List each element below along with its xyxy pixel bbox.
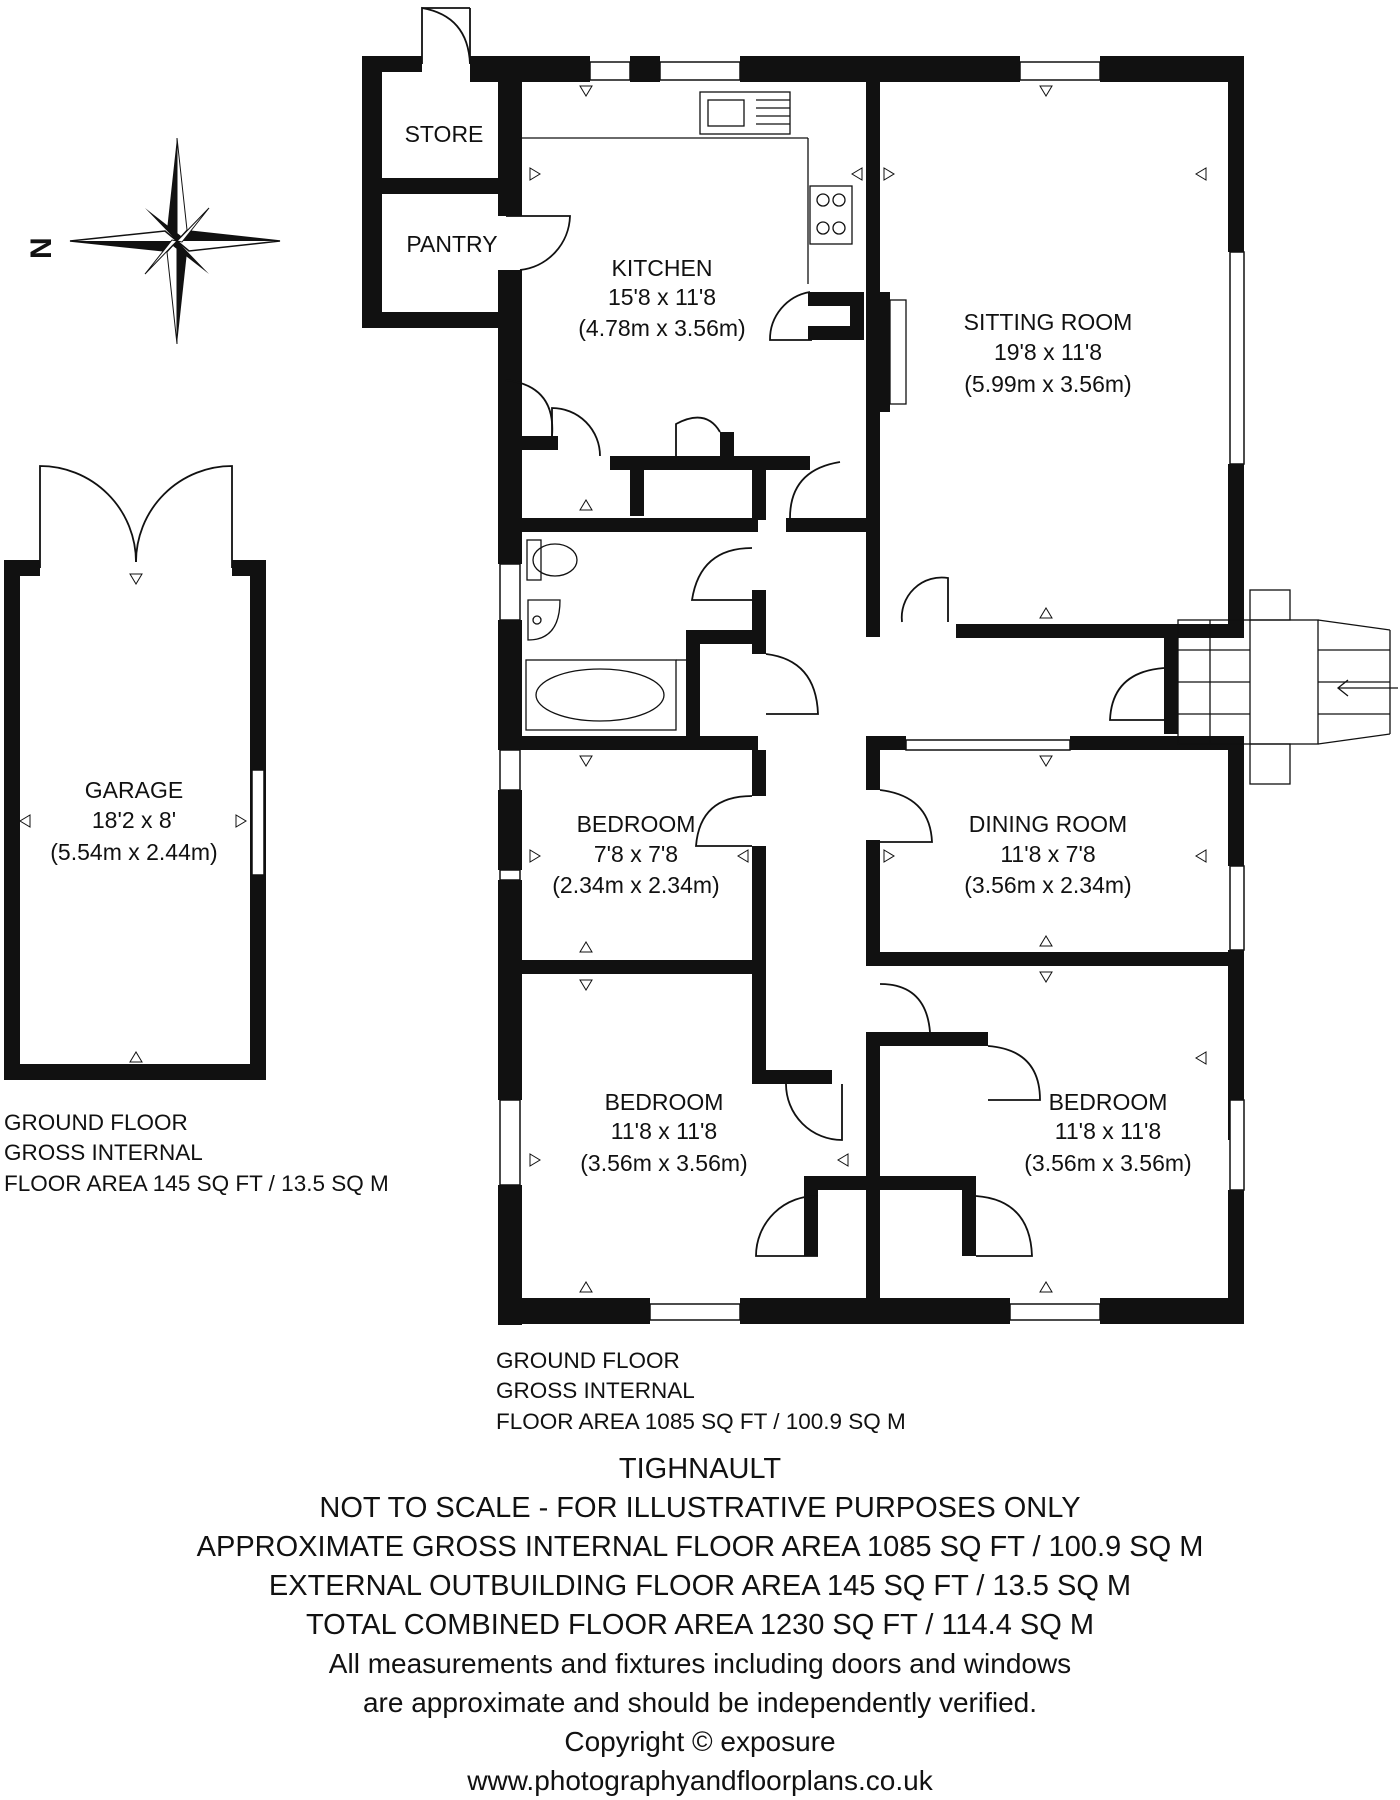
bathroom-fixtures: [525, 539, 686, 731]
outbuilding-area-line-1: GROUND FLOOR: [4, 1110, 188, 1135]
windows: [499, 61, 1101, 1321]
sitting-room-name: SITTING ROOM: [964, 309, 1133, 335]
bedroom-small-name: BEDROOM: [577, 811, 696, 837]
bedroom-left-name: BEDROOM: [605, 1089, 724, 1115]
kitchen-cupboard-door: [769, 291, 812, 341]
kitchen-name: KITCHEN: [612, 255, 713, 281]
store-door: [421, 6, 471, 65]
footer-line-4: TOTAL COMBINED FLOOR AREA 1230 SQ FT / 1…: [306, 1609, 1094, 1641]
property-title: TIGHNAULT: [619, 1453, 781, 1485]
bedroom-left-size-imperial: 11'8 x 11'8: [611, 1118, 717, 1144]
house-walls: [362, 56, 1245, 1325]
measurement-markers: [529, 85, 1207, 1293]
front-door: [1109, 667, 1165, 721]
entrance-steps: [1177, 589, 1398, 785]
garage-outline: [4, 465, 266, 1080]
kitchen-lower-cupboard: [551, 407, 601, 457]
hall-door-kitchen: [789, 461, 841, 519]
sitting-room-size-metric: (5.99m x 3.56m): [964, 371, 1131, 397]
footer-line-2: APPROXIMATE GROSS INTERNAL FLOOR AREA 10…: [197, 1531, 1204, 1563]
pantry-door: [506, 215, 571, 271]
copyright-text: Copyright © exposure: [564, 1726, 835, 1757]
kitchen-units: [522, 91, 853, 284]
main-area-line-1: GROUND FLOOR: [496, 1348, 680, 1373]
footer-line-6: are approximate and should be independen…: [363, 1687, 1037, 1718]
kitchen-size-imperial: 15'8 x 11'8: [608, 284, 716, 310]
sitting-door: [900, 576, 949, 623]
dining-door: [879, 789, 933, 843]
compass-rose-icon: N: [25, 137, 281, 345]
wardrobe-right-door-b: [975, 1195, 1033, 1257]
wardrobe-right-door-a: [987, 1045, 1041, 1101]
bedroom-right-door: [879, 983, 931, 1033]
bedroom-left-door: [785, 1083, 843, 1141]
airing-cupboard-door: [765, 653, 819, 715]
footer-line-1: NOT TO SCALE - FOR ILLUSTRATIVE PURPOSES…: [319, 1492, 1080, 1524]
dining-room-size-metric: (3.56m x 2.34m): [964, 872, 1131, 898]
main-area-line-2: GROSS INTERNAL: [496, 1378, 695, 1403]
store-label: STORE: [405, 121, 484, 147]
sitting-room-size-imperial: 19'8 x 11'8: [994, 339, 1102, 365]
kitchen-size-metric: (4.78m x 3.56m): [578, 315, 745, 341]
bedroom-right-size-metric: (3.56m x 3.56m): [1024, 1150, 1191, 1176]
bedroom-left-size-metric: (3.56m x 3.56m): [580, 1150, 747, 1176]
fireplace: [889, 299, 907, 405]
bedroom-small-size-metric: (2.34m x 2.34m): [552, 872, 719, 898]
footer-line-5: All measurements and fixtures including …: [329, 1648, 1071, 1679]
wardrobe-left-door-a: [755, 1195, 819, 1257]
garage-name: GARAGE: [85, 777, 183, 803]
bathroom-door: [690, 547, 753, 601]
outbuilding-area-line-2: GROSS INTERNAL: [4, 1140, 203, 1165]
website-link[interactable]: www.photographyandfloorplans.co.uk: [466, 1765, 933, 1796]
outbuilding-area-line-3: FLOOR AREA 145 SQ FT / 13.5 SQ M: [4, 1171, 389, 1196]
dining-room-name: DINING ROOM: [969, 811, 1127, 837]
dining-room-size-imperial: 11'8 x 7'8: [1000, 841, 1095, 867]
main-area-line-3: FLOOR AREA 1085 SQ FT / 100.9 SQ M: [496, 1409, 906, 1434]
footer-line-3: EXTERNAL OUTBUILDING FLOOR AREA 145 SQ F…: [269, 1570, 1131, 1602]
small-bedroom-door: [695, 795, 753, 847]
bedroom-right-name: BEDROOM: [1049, 1089, 1168, 1115]
bedroom-right-size-imperial: 11'8 x 11'8: [1055, 1118, 1161, 1144]
pantry-label: PANTRY: [406, 231, 497, 257]
kitchen-lower-cupboard-2: [675, 416, 721, 456]
garage-size-metric: (5.54m x 2.44m): [50, 839, 217, 865]
north-letter: N: [25, 237, 58, 259]
bedroom-small-size-imperial: 7'8 x 7'8: [594, 841, 678, 867]
garage-size-imperial: 18'2 x 8': [92, 807, 176, 833]
